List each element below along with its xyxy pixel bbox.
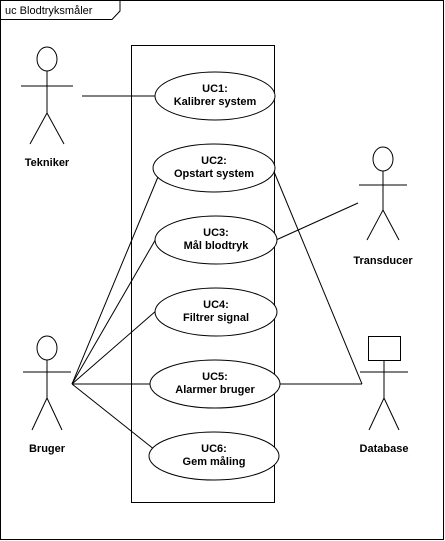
actor-bruger[interactable]: Bruger <box>23 335 71 455</box>
actor-label: Transducer <box>353 255 413 267</box>
actor-label: Database <box>360 443 409 455</box>
actor-label: Bruger <box>29 443 66 455</box>
use-case-name: Alarmer bruger <box>175 384 255 396</box>
association-bruger-uc3 <box>71 236 158 385</box>
association-bruger-uc2 <box>71 159 166 385</box>
association-bruger-uc6 <box>71 383 156 451</box>
system-boundary <box>131 45 275 503</box>
actor-head-icon <box>36 335 58 361</box>
use-case-id: UC5: <box>202 371 228 383</box>
use-case-name: Opstart system <box>174 168 254 180</box>
association-database-uc2 <box>269 161 363 385</box>
use-case-uc3[interactable]: UC3: Mål blodtryk <box>154 215 278 265</box>
use-case-uc2[interactable]: UC2: Opstart system <box>152 143 276 193</box>
use-case-id: UC4: <box>203 299 229 311</box>
use-case-id: UC3: <box>203 227 229 239</box>
use-case-ellipse <box>152 143 276 193</box>
use-case-id: UC2: <box>201 155 227 167</box>
frame-title-tab <box>0 0 121 20</box>
use-case-uc5[interactable]: UC5: Alarmer bruger <box>149 359 281 409</box>
use-case-ellipse <box>149 359 281 409</box>
actor-database[interactable]: Database <box>360 336 409 456</box>
use-case-uc6[interactable]: UC6: Gem måling <box>148 431 280 481</box>
frame-title: uc Blodtryksmåler <box>5 5 93 17</box>
association-bruger-uc4 <box>71 309 158 385</box>
actor-transducer[interactable]: Transducer <box>353 146 413 267</box>
use-case-name: Filtrer signal <box>183 312 249 324</box>
association-transducer-uc3 <box>275 202 359 241</box>
use-case-name: Mål blodtryk <box>184 240 250 252</box>
actor-head-icon <box>372 146 394 172</box>
actor-tekniker[interactable]: Tekniker <box>21 46 73 169</box>
actor-head-icon <box>36 46 58 72</box>
use-case-uc1[interactable]: UC1: Kalibrer system <box>154 71 276 121</box>
use-case-ellipse <box>154 215 278 265</box>
use-case-name: Kalibrer system <box>174 96 257 108</box>
use-case-id: UC6: <box>201 443 227 455</box>
use-case-ellipse <box>154 287 278 337</box>
use-case-ellipse <box>148 431 280 481</box>
associations <box>71 95 363 451</box>
actor-label: Tekniker <box>25 157 70 169</box>
use-case-id: UC1: <box>202 83 228 95</box>
use-case-ellipse <box>154 71 276 121</box>
use-case-uc4[interactable]: UC4: Filtrer signal <box>154 287 278 337</box>
database-box-icon <box>368 336 401 361</box>
use-case-name: Gem måling <box>183 456 246 468</box>
